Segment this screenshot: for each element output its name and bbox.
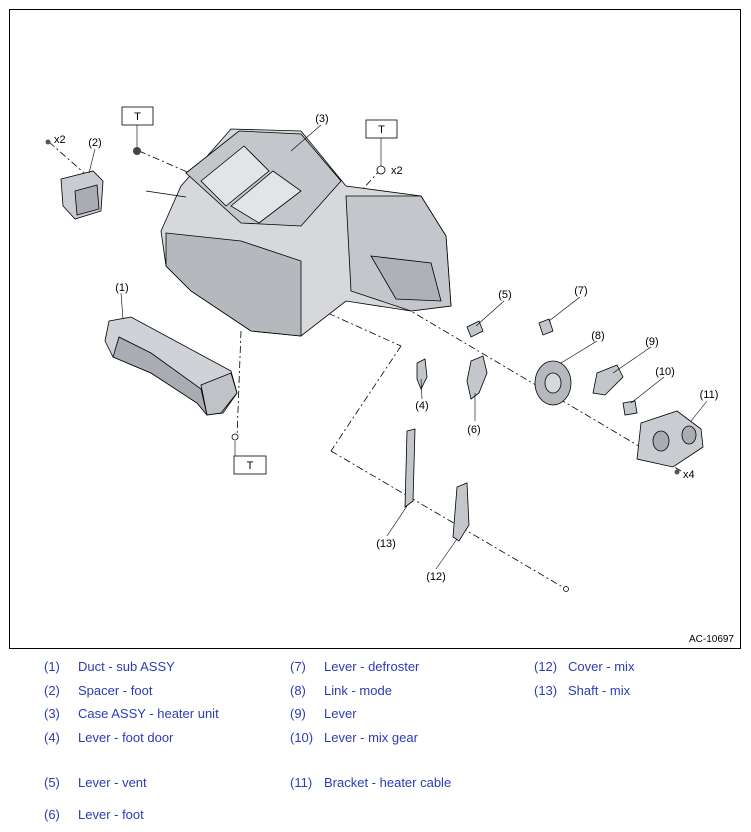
legend-item: (13)Shaft - mix: [534, 683, 631, 698]
figure-code: AC-10697: [688, 634, 734, 645]
bracket-heater-cable-part: [636, 410, 704, 468]
bracket-axis: [300, 245, 682, 472]
legend-item: (9)Lever: [290, 706, 357, 721]
torque-mark: T: [247, 460, 254, 472]
duct-screw-axis: [236, 330, 242, 438]
shaft-mix-part: [404, 428, 416, 508]
diagram-drawing: T T T x2 x2 x4 (1) (2) (3) (4) (5) (6) (…: [45, 106, 719, 592]
torque-mark: T: [378, 124, 385, 136]
lever-foot-door-part: [416, 358, 428, 390]
legend-item: (2)Spacer - foot: [44, 683, 153, 698]
callout-label: (3): [315, 113, 328, 125]
bracket-screw: [674, 469, 680, 475]
lever-vent-part: [466, 320, 484, 338]
legend-item: (7)Lever - defroster: [290, 659, 420, 674]
legend-item: (10)Lever - mix gear: [290, 730, 418, 745]
lever-part: [592, 364, 624, 396]
mix-cover-axis: [330, 450, 567, 590]
legend-item: (11)Bracket - heater cable: [290, 775, 452, 790]
legend-item: (4)Lever - foot door: [44, 730, 174, 745]
mix-shaft-axis-b: [330, 345, 402, 452]
callout-label: (5): [498, 289, 511, 301]
callout-label: (10): [655, 366, 675, 378]
torque-box-left: [121, 106, 154, 126]
legend-item: (8)Link - mode: [290, 683, 392, 698]
callout-label: (13): [376, 538, 396, 550]
spacer-foot-part: [60, 170, 104, 220]
cover-mix-part: [452, 482, 470, 542]
spacer-screw-axis: [48, 141, 92, 180]
callout-label: (11): [700, 389, 719, 401]
spacer-screw: [45, 139, 51, 145]
lever-mix-gear-part: [622, 400, 638, 416]
case-screw-axis: [138, 150, 232, 192]
callout-label: (6): [467, 424, 480, 436]
duct-screw: [231, 433, 239, 441]
case-screw-left: [133, 147, 141, 155]
callout-label: (7): [574, 285, 587, 297]
exploded-diagram: T T T x2 x2 x4 (1) (2) (3) (4) (5) (6) (…: [9, 9, 741, 649]
callout-label: (2): [88, 137, 101, 149]
torque-box-right: [365, 119, 398, 139]
torque-box-bottom: [233, 455, 267, 475]
callout-label: (1): [115, 282, 128, 294]
legend-item: (12)Cover - mix: [534, 659, 635, 674]
legend-item: (6)Lever - foot: [44, 807, 144, 822]
callout-label: (12): [426, 571, 446, 583]
legend-item: (1)Duct - sub ASSY: [44, 659, 175, 674]
case-screw-right: [376, 165, 386, 175]
heater-case-part: [145, 128, 452, 337]
torque-mark: T: [134, 111, 141, 123]
qty-mark: x4: [683, 469, 695, 481]
lever-defroster-part: [538, 318, 554, 336]
callout-label: (9): [645, 336, 658, 348]
qty-mark: x2: [391, 165, 403, 177]
legend-item: (3)Case ASSY - heater unit: [44, 706, 219, 721]
callout-label: (8): [591, 330, 604, 342]
duct-sub-assy-part: [104, 316, 238, 416]
legend-item: (5)Lever - vent: [44, 775, 147, 790]
lever-foot-part: [466, 355, 488, 400]
mix-cover-screw: [563, 586, 569, 592]
qty-mark: x2: [54, 134, 66, 146]
callout-label: (4): [415, 400, 428, 412]
